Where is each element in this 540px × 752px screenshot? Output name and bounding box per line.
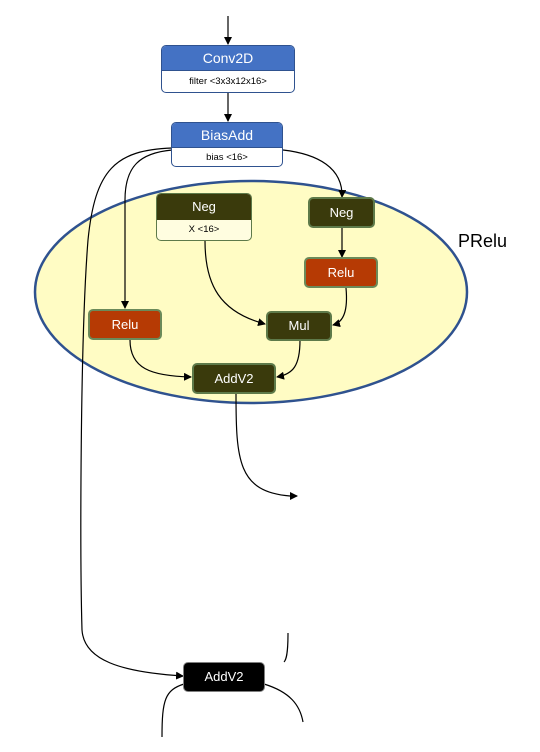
edge-negparam-mul (204, 240, 266, 327)
biasadd-detail: bias <16> (206, 152, 248, 163)
biasadd-node[interactable]: BiasAdd bias <16> (171, 122, 283, 167)
conv2d-label: Conv2D (162, 46, 294, 71)
relu-right-node[interactable]: Relu (304, 257, 378, 288)
edge-mul-addv2 (276, 339, 301, 380)
prelu-group-ellipse (33, 179, 469, 405)
edge-addv2-bottom-right (263, 683, 304, 723)
edge-relu-mul (332, 287, 348, 328)
neg-node[interactable]: Neg (308, 197, 375, 228)
neg-param-detail: X <16> (188, 224, 220, 235)
edge-addv2-output (235, 393, 298, 500)
mul-node[interactable]: Mul (266, 311, 332, 341)
edge-biasadd-neg (282, 149, 347, 198)
addv2-inner-node[interactable]: AddV2 (192, 363, 276, 394)
prelu-group-label: PRelu (458, 231, 508, 251)
edge-relu-addv2 (129, 339, 192, 381)
neg-param-node[interactable]: Neg X <16> (156, 193, 252, 241)
addv2-bottom-node[interactable]: AddV2 (183, 662, 265, 692)
edge-biasadd-addv2-residual (80, 147, 184, 680)
edge-incoming-addv2-bottom (283, 632, 289, 663)
relu-left-node[interactable]: Relu (88, 309, 162, 340)
neg-param-label: Neg (157, 194, 251, 220)
conv2d-node[interactable]: Conv2D filter <3x3x12x16> (161, 45, 295, 93)
edge-addv2-bottom-left (161, 683, 185, 738)
biasadd-label: BiasAdd (172, 123, 282, 148)
edge-biasadd-relu (121, 149, 173, 309)
conv2d-detail: filter <3x3x12x16> (189, 76, 267, 87)
